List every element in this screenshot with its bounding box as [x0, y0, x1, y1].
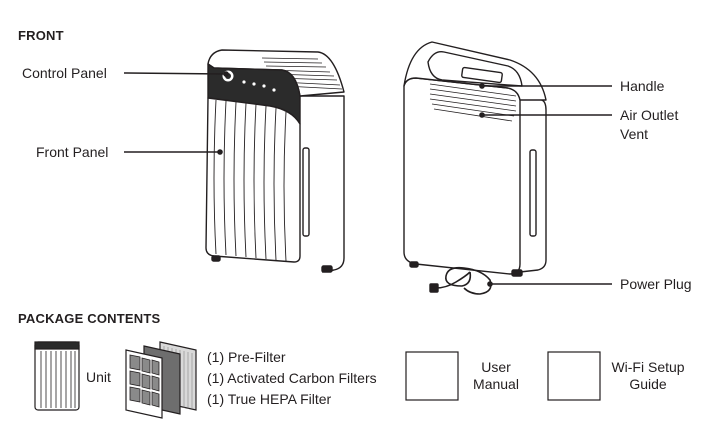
filter-item: (1) Activated Carbon Filters: [207, 370, 377, 386]
wifi-guide-label-line1: Wi-Fi Setup: [611, 359, 685, 375]
callout-dot-control-panel: [223, 71, 229, 77]
user-manual-label-line2: Manual: [473, 376, 519, 392]
callout-dot-power-plug: [487, 281, 493, 287]
callout-air-outlet-line1: Air Outlet: [620, 107, 679, 123]
callout-control-panel: Control Panel: [22, 65, 107, 81]
callout-front-panel: Front Panel: [36, 144, 109, 160]
callout-power-plug: Power Plug: [620, 276, 692, 292]
callout-handle: Handle: [620, 78, 665, 94]
unit-thumbnail-icon: [34, 341, 80, 411]
wifi-guide-box: [547, 351, 601, 401]
wifi-guide-label-line2: Guide: [629, 376, 667, 392]
user-manual-box: [405, 351, 459, 401]
callout-dot-handle: [479, 83, 485, 89]
purifier-back-illustration: [403, 41, 547, 295]
front-heading: FRONT: [18, 28, 64, 43]
package-contents-heading: PACKAGE CONTENTS: [18, 311, 161, 326]
callout-dot-front-panel: [217, 149, 223, 155]
callout-dot-air-outlet: [479, 112, 485, 118]
unit-label: Unit: [86, 369, 111, 385]
purifier-front-illustration: [205, 49, 345, 273]
filter-item: (1) Pre-Filter: [207, 349, 286, 365]
user-manual-label-line1: User: [481, 359, 511, 375]
filters-stack-icon: [125, 341, 197, 419]
callout-lines: [123, 71, 612, 287]
callout-air-outlet-line2: Vent: [620, 126, 649, 142]
filter-item: (1) True HEPA Filter: [207, 391, 332, 407]
